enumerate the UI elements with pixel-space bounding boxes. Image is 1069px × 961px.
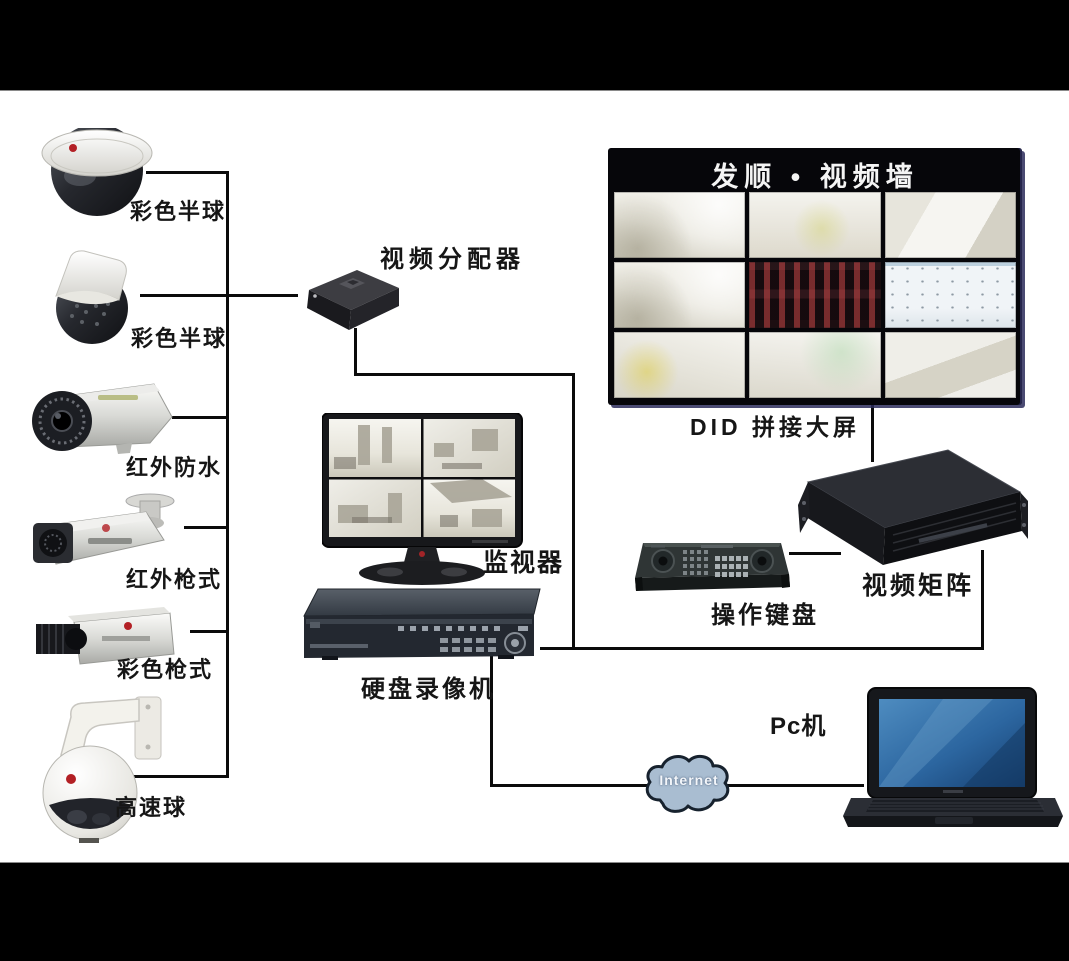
dvr-cloud-line [492, 784, 648, 787]
control-keyboard [635, 543, 790, 591]
color-box-camera [36, 607, 175, 665]
pc-label: Pc机 [770, 713, 827, 740]
internet-cloud-label: Internet [659, 772, 719, 788]
video-distributor [307, 270, 399, 330]
dvr-label: 硬盘录像机 [361, 676, 496, 703]
wall-feed-r2c1 [614, 262, 746, 328]
pc-laptop [843, 687, 1063, 827]
wall-feed-r3c1 [614, 332, 746, 398]
dome-camera-1-label: 彩色半球 [130, 199, 227, 224]
video-distributor-label: 视频分配器 [380, 246, 525, 273]
distributor-right-line [354, 373, 575, 376]
center-vertical-line [572, 373, 575, 650]
box-camera-connector [190, 630, 229, 633]
camera-bus-line [226, 171, 229, 778]
quad-monitor [322, 413, 523, 585]
wall-feed-r1c3 [884, 192, 1016, 258]
ir-waterproof-camera [32, 383, 173, 454]
speed-dome-camera [42, 696, 162, 843]
wall-matrix-line [871, 404, 874, 462]
distributor-down-line [354, 328, 357, 376]
ir-bullet-camera [33, 493, 175, 565]
video-matrix [798, 449, 1028, 565]
dvr-recorder [303, 588, 541, 660]
dvr-matrix-line [540, 647, 984, 650]
matrix-up-line [981, 550, 984, 650]
video-wall-title: 发顺 • 视频墙 [711, 162, 919, 192]
ir-bullet-connector [184, 526, 229, 529]
dome-camera-1 [41, 128, 153, 216]
did-wall-caption: DID 拼接大屏 [690, 414, 860, 440]
keyboard-matrix-line [789, 552, 841, 555]
wall-feed-r1c2 [749, 192, 881, 258]
dome-camera-2 [55, 250, 128, 344]
wall-feed-r3c3 [884, 332, 1016, 398]
speed-dome-connector [120, 775, 229, 778]
wall-feed-r1c1 [614, 192, 746, 258]
video-wall-grid [614, 192, 1016, 398]
dvr-down-line [490, 656, 493, 787]
video-wall: 发顺 • 视频墙 [608, 148, 1022, 405]
ir-waterproof-camera-label: 红外防水 [126, 455, 223, 480]
ir-bullet-camera-label: 红外枪式 [126, 567, 223, 592]
ir-waterproof-connector [172, 416, 229, 419]
wall-feed-r2c2-control-room [749, 262, 881, 328]
internet-cloud [645, 754, 730, 813]
dome1-connector [146, 171, 229, 174]
wall-feed-r2c3-floor-plan [884, 262, 1016, 328]
video-matrix-label: 视频矩阵 [862, 572, 975, 600]
control-keyboard-label: 操作键盘 [711, 602, 819, 629]
cloud-laptop-line [724, 784, 864, 787]
monitor-label: 监视器 [483, 549, 565, 577]
wall-feed-r3c2 [749, 332, 881, 398]
dome2-distributor-connector [140, 294, 298, 297]
color-box-camera-label: 彩色枪式 [117, 657, 214, 682]
dome-camera-2-label: 彩色半球 [131, 326, 228, 351]
speed-dome-camera-label: 高速球 [115, 795, 188, 820]
